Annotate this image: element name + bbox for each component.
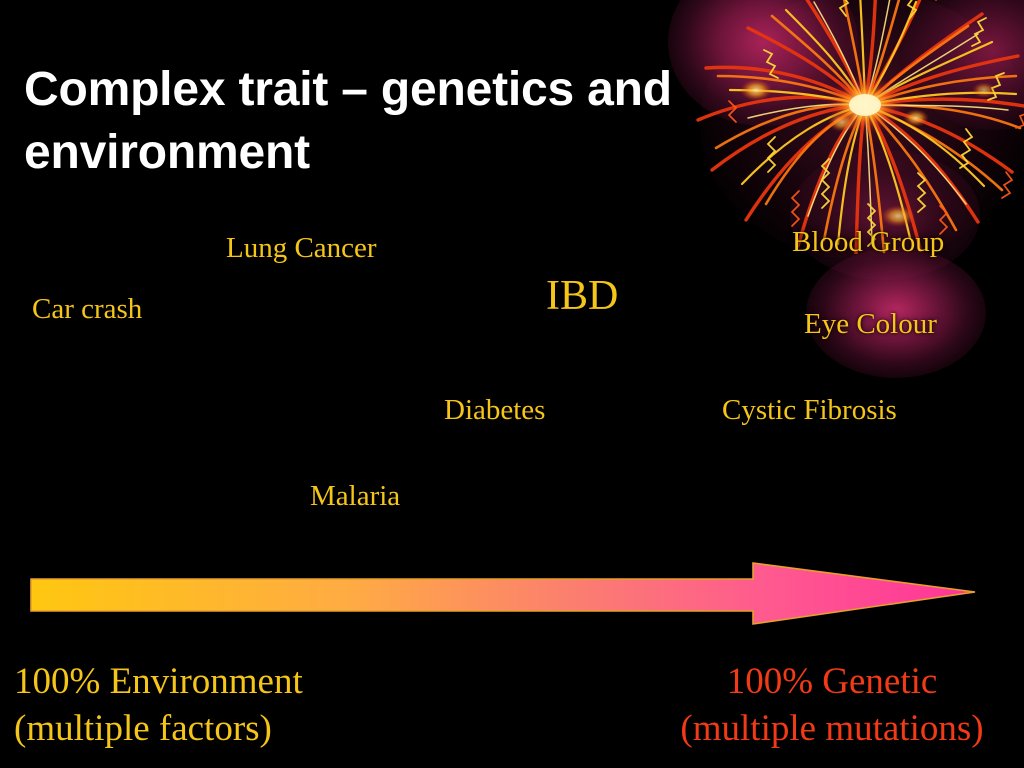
trait-malaria: Malaria — [310, 480, 401, 512]
trait-eye-colour: Eye Colour — [804, 308, 937, 340]
caption-environment: 100% Environment (multiple factors) — [14, 661, 303, 749]
trait-cystic-fibrosis: Cystic Fibrosis — [722, 394, 897, 426]
trait-car-crash: Car crash — [32, 293, 143, 325]
environment-to-genetic-arrow — [26, 556, 986, 632]
trait-ibd: IBD — [546, 273, 619, 319]
trait-diabetes: Diabetes — [444, 394, 546, 426]
trait-lung-cancer: Lung Cancer — [226, 232, 377, 264]
page-title: Complex trait – genetics and environment — [24, 63, 672, 179]
caption-genetic: 100% Genetic (multiple mutations) — [680, 661, 984, 749]
trait-blood-group: Blood Group — [792, 226, 945, 258]
